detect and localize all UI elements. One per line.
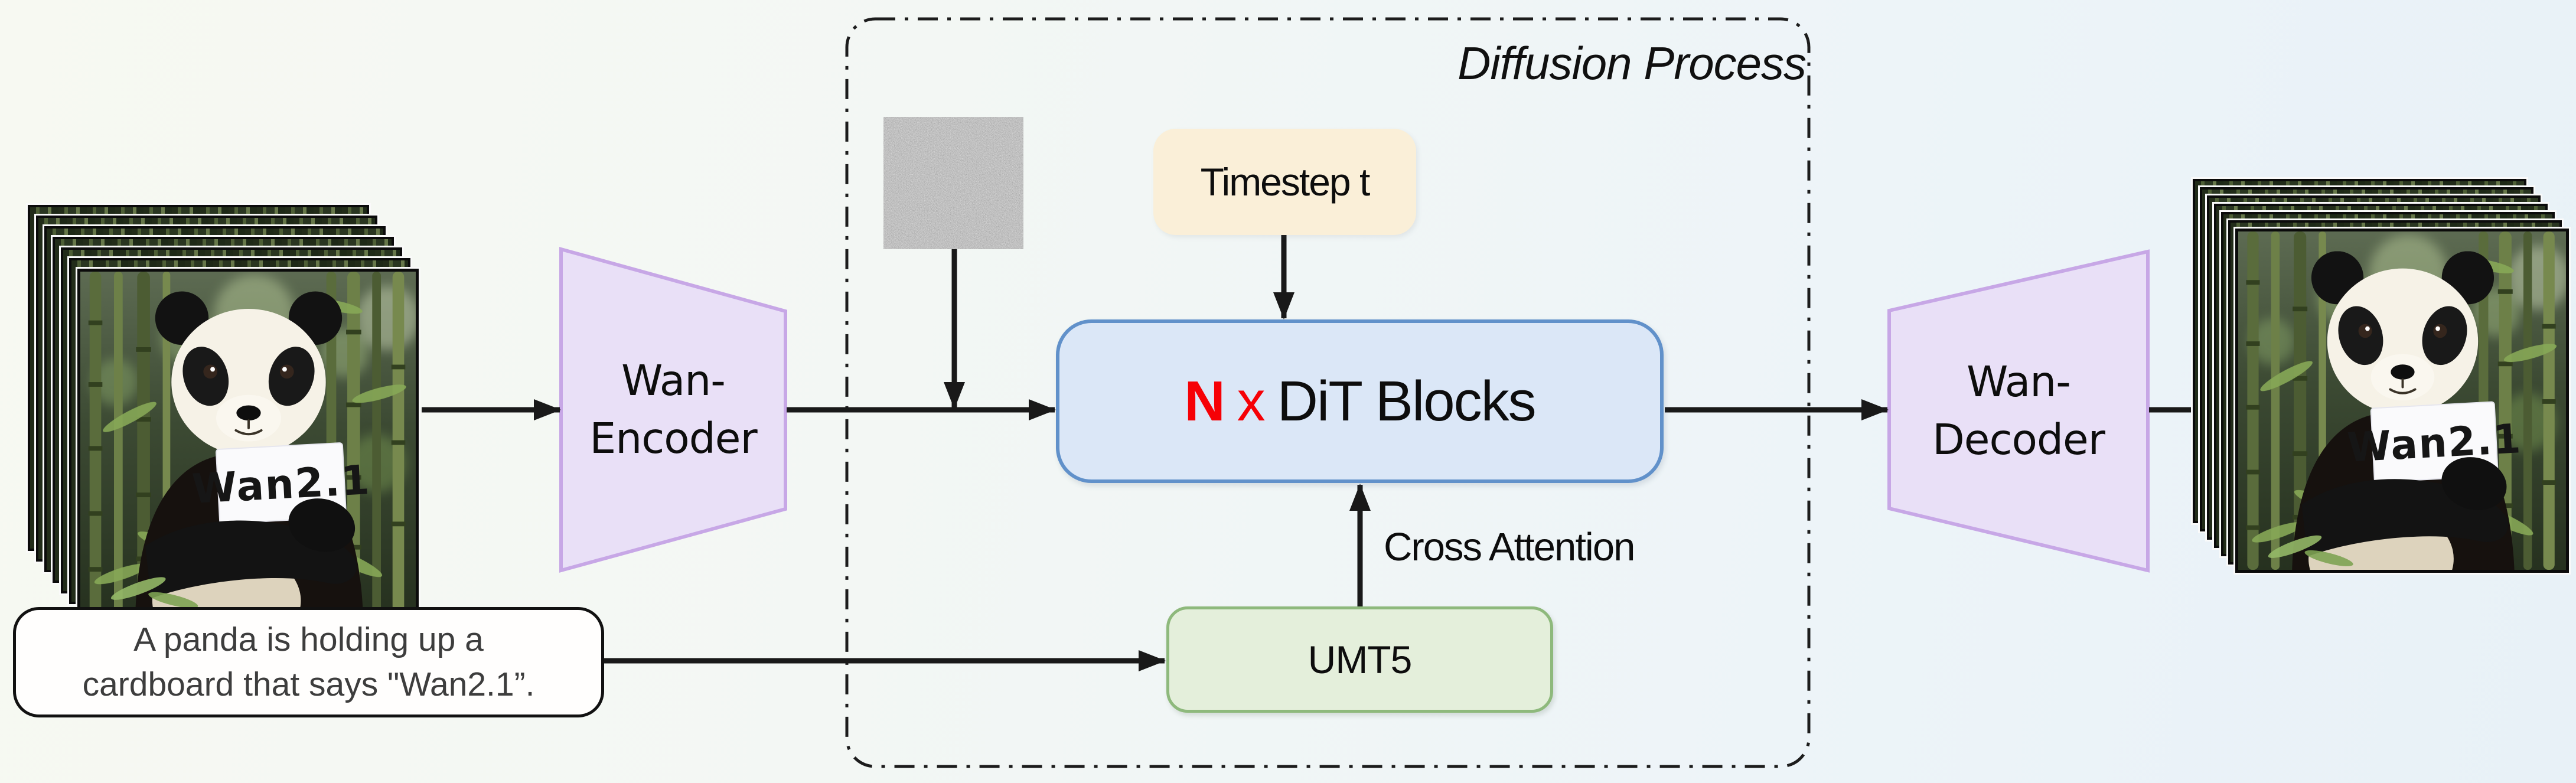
panda-photo: Wan2.1 [80, 272, 416, 612]
dit-blocks-label: DiT Blocks [1277, 369, 1537, 433]
dit-blocks-box: N x DiT Blocks [1056, 319, 1664, 483]
diffusion-process-boundary [845, 17, 1811, 768]
umt5-label: UMT5 [1307, 638, 1413, 681]
prompt-line-1: A panda is holding up a [133, 620, 484, 658]
wan-encoder-line2: Encoder [589, 414, 757, 463]
video-frame-front: Wan2.1 [2235, 229, 2569, 573]
wan-encoder-shape [559, 247, 787, 573]
timestep-label: Timestep t [1200, 160, 1371, 204]
prompt-box: A panda is holding up a cardboard that s… [13, 607, 604, 717]
wan-decoder-line2: Decoder [1932, 415, 2105, 464]
wan-decoder-shape [1887, 249, 2150, 573]
dit-repeat-n: N [1184, 369, 1225, 433]
cross-attention-label: Cross Attention [1384, 525, 1635, 569]
panda-photo: Wan2.1 [2238, 231, 2566, 570]
prompt-line-2: cardboard that says "Wan2.1”. [82, 665, 535, 703]
wan-encoder-label: Wan- Encoder [561, 249, 785, 570]
noise-image [883, 117, 1023, 249]
cardboard-sign-text: Wan2.1 [2346, 416, 2523, 472]
diffusion-process-title: Diffusion Process [1457, 37, 1807, 89]
timestep-box: Timestep t [1153, 129, 1416, 235]
dit-times-symbol: x [1237, 369, 1266, 433]
video-frame-front: Wan2.1 [77, 269, 419, 615]
cardboard-sign-text: Wan2.1 [191, 456, 371, 513]
wan-decoder-line1: Wan- [1967, 357, 2071, 407]
umt5-box: UMT5 [1166, 606, 1553, 713]
wan-decoder-label: Wan- Decoder [1889, 252, 2148, 570]
wan-encoder-line1: Wan- [621, 356, 726, 406]
